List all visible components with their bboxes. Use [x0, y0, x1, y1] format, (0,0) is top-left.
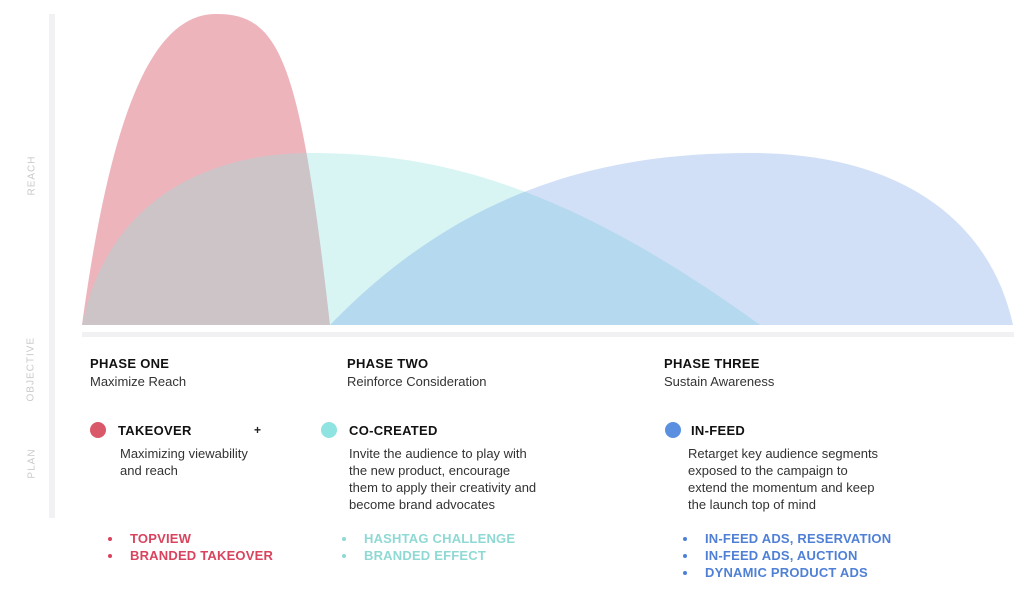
phase-one-objective: Maximize Reach: [90, 374, 187, 389]
phase-one-dot: [90, 422, 106, 438]
phase-two-curve: [82, 153, 760, 325]
phase-two-dot: [321, 422, 337, 438]
phase-one-plus: +: [254, 423, 262, 437]
reach-curves: [82, 13, 1013, 326]
phase-one-plan-title: TAKEOVER: [118, 423, 192, 438]
phase-one-description: Maximizing viewability and reach: [120, 446, 248, 478]
phase-one-title: PHASE ONE: [90, 356, 170, 371]
phase-three-description: Retarget key audience segments exposed t…: [688, 446, 879, 512]
tactic-item: BRANDED EFFECT: [342, 547, 515, 564]
baseline-separator: [82, 332, 1014, 337]
objective-axis-label: OBJECTIVE: [25, 336, 37, 402]
phase-three-dot: [665, 422, 681, 438]
plan-axis-label: PLAN: [26, 448, 38, 479]
phase-one-curve: [82, 13, 330, 326]
phase-two-plan-title: CO-CREATED: [349, 423, 438, 438]
phase-two-objective: Reinforce Consideration: [347, 374, 487, 389]
phase-three-title: PHASE THREE: [664, 356, 760, 371]
phase-two-title: PHASE TWO: [347, 356, 429, 371]
axis-strip: [49, 14, 55, 518]
phase-three-tactics: IN-FEED ADS, RESERVATION IN-FEED ADS, AU…: [683, 530, 891, 581]
phase-three-objective: Sustain Awareness: [664, 374, 775, 389]
tactic-item: TOPVIEW: [108, 530, 273, 547]
phase-two-description: Invite the audience to play with the new…: [349, 446, 537, 512]
tactic-item: HASHTAG CHALLENGE: [342, 530, 515, 547]
phase-three-plan-title: IN-FEED: [691, 423, 746, 438]
tactic-item: DYNAMIC PRODUCT ADS: [683, 564, 891, 581]
phase-two-tactics: HASHTAG CHALLENGE BRANDED EFFECT: [342, 530, 515, 564]
phase-one-tactics: TOPVIEW BRANDED TAKEOVER: [108, 530, 273, 564]
tactic-item: BRANDED TAKEOVER: [108, 547, 273, 564]
tactic-item: IN-FEED ADS, RESERVATION: [683, 530, 891, 547]
phase-three-curve: [330, 153, 1013, 325]
tactic-item: IN-FEED ADS, AUCTION: [683, 547, 891, 564]
